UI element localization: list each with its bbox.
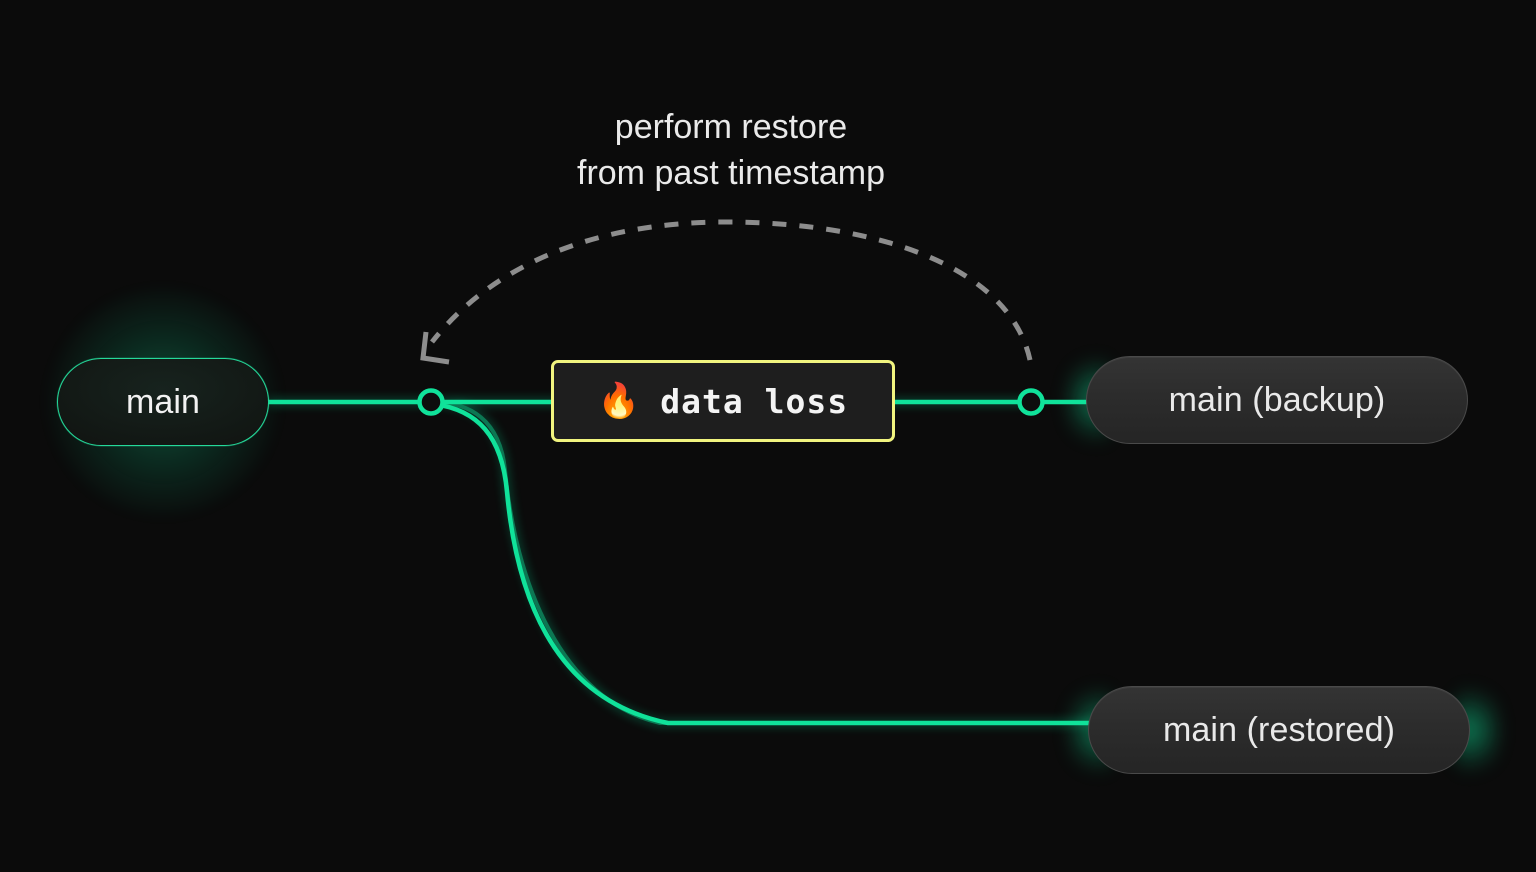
backup-point-dot [1017,388,1045,416]
node-main-restored-label: main (restored) [1162,711,1395,749]
data-loss-label: data loss [660,381,849,421]
wire-glow-group [268,400,1094,725]
caption-line-2: from past timestamp [577,154,885,192]
dashed-restore-arc [430,219,1033,361]
node-main-backup-label: main (backup) [1168,381,1386,419]
node-main[interactable]: main [57,358,269,446]
node-main-backup[interactable]: main (backup) [1086,356,1468,444]
fire-icon: 🔥 [597,382,641,420]
node-main-restored[interactable]: main (restored) [1088,686,1470,774]
wire-branch-to-restored [431,401,1097,726]
node-main-label: main [125,383,201,421]
restore-caption: perform restore from past timestamp [0,104,1462,196]
restore-arrow-head [420,331,450,365]
branch-point-dot [417,388,445,416]
data-loss-box[interactable]: 🔥 data loss [551,360,895,442]
caption-line-1: perform restore [614,108,848,146]
